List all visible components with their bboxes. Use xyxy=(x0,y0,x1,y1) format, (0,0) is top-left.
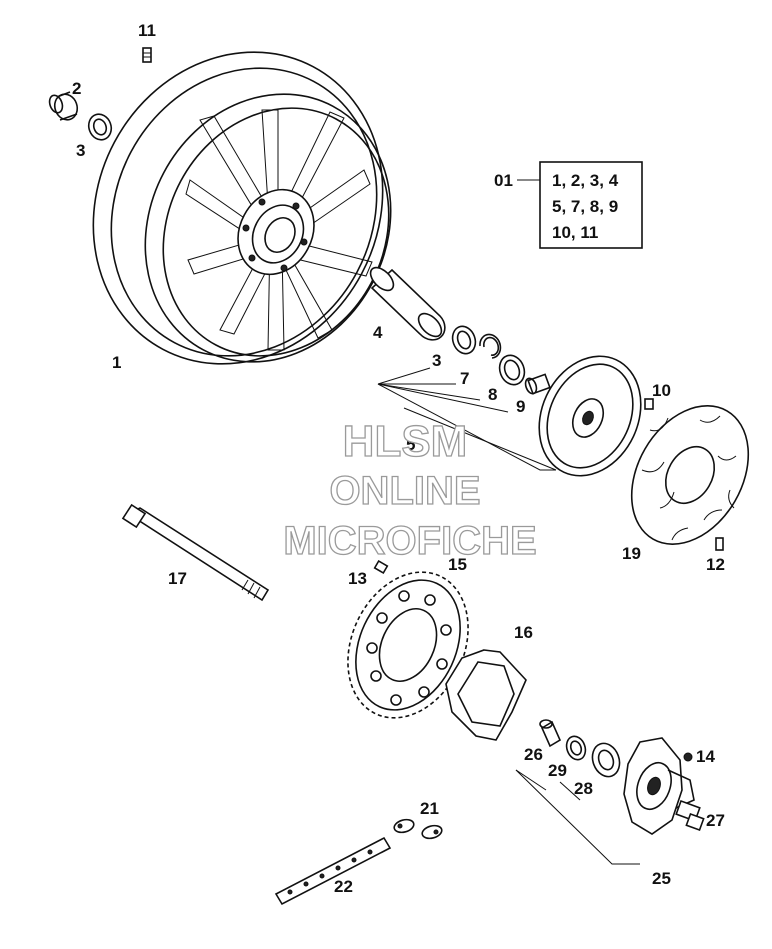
callout-9: 9 xyxy=(516,397,525,416)
assembly-parts-line-1: 1, 2, 3, 4 xyxy=(552,171,619,190)
seal-29[interactable] xyxy=(563,734,588,763)
callout-29: 29 xyxy=(548,761,567,780)
callout-16: 16 xyxy=(514,623,533,642)
spacer-26[interactable] xyxy=(539,719,562,748)
spacer-9[interactable] xyxy=(524,373,551,395)
callout-8: 8 xyxy=(488,385,497,404)
bearing-8[interactable] xyxy=(496,352,529,388)
callout-11: 11 xyxy=(138,21,156,40)
callout-10: 10 xyxy=(652,381,671,400)
callout-26: 26 xyxy=(524,745,543,764)
callout-21: 21 xyxy=(420,799,439,818)
bolt-10[interactable] xyxy=(644,398,654,410)
callout-12: 12 xyxy=(706,555,725,574)
plate-16[interactable] xyxy=(445,649,527,741)
assembly-reference-box: 01 1, 2, 3, 4 5, 7, 8, 9 10, 11 xyxy=(494,161,643,249)
valve-11[interactable] xyxy=(142,47,152,63)
shaft-seal-3b[interactable] xyxy=(449,323,479,357)
bolt-12[interactable] xyxy=(715,537,724,551)
spacer-2[interactable] xyxy=(47,91,80,123)
bolt-13[interactable] xyxy=(373,559,389,575)
brake-disc-19[interactable] xyxy=(608,385,772,565)
callout-22: 22 xyxy=(334,877,353,896)
flange-5[interactable] xyxy=(520,340,659,493)
assembly-number: 01 xyxy=(494,171,513,190)
callout-7: 7 xyxy=(460,369,469,388)
assembly-parts-line-2: 5, 7, 8, 9 xyxy=(552,197,618,216)
callout-1: 1 xyxy=(112,353,121,372)
callout-2: 2 xyxy=(72,79,81,98)
axle-17[interactable] xyxy=(121,503,270,602)
callout-3b: 3 xyxy=(432,351,441,370)
callout-28: 28 xyxy=(574,779,593,798)
callout-19: 19 xyxy=(622,544,641,563)
chain-link-21[interactable] xyxy=(393,818,443,841)
callout-27: 27 xyxy=(706,811,725,830)
assembly-parts-line-3: 10, 11 xyxy=(552,223,598,242)
callout-5: 5 xyxy=(406,435,415,454)
watermark: HLSM ONLINE MICROFICHE xyxy=(283,416,538,563)
watermark-line-3: MICROFICHE xyxy=(283,519,536,563)
damper-27[interactable] xyxy=(675,799,705,832)
callout-15: 15 xyxy=(448,555,467,574)
callout-4: 4 xyxy=(373,323,383,342)
callout-13: 13 xyxy=(348,569,367,588)
callout-25: 25 xyxy=(652,869,671,888)
shaft-seal-3a[interactable] xyxy=(85,111,115,143)
callout-labels: 11 2 3 1 4 3 7 8 9 5 10 19 12 17 13 15 1… xyxy=(72,21,725,896)
distance-sleeve-4[interactable] xyxy=(366,263,446,341)
sprocket-carrier-25[interactable] xyxy=(623,737,695,835)
bearing-28[interactable] xyxy=(588,740,624,781)
callout-17: 17 xyxy=(168,569,187,588)
nut-14[interactable] xyxy=(683,752,693,762)
circlip-7[interactable] xyxy=(479,333,502,359)
callout-3a: 3 xyxy=(76,141,85,160)
leader-lines xyxy=(377,179,640,865)
chain-22[interactable] xyxy=(274,836,392,906)
rear-wheel[interactable] xyxy=(39,1,437,415)
watermark-line-2: ONLINE xyxy=(329,469,480,513)
callout-14: 14 xyxy=(696,747,715,766)
watermark-line-1: HLSM xyxy=(343,417,468,466)
